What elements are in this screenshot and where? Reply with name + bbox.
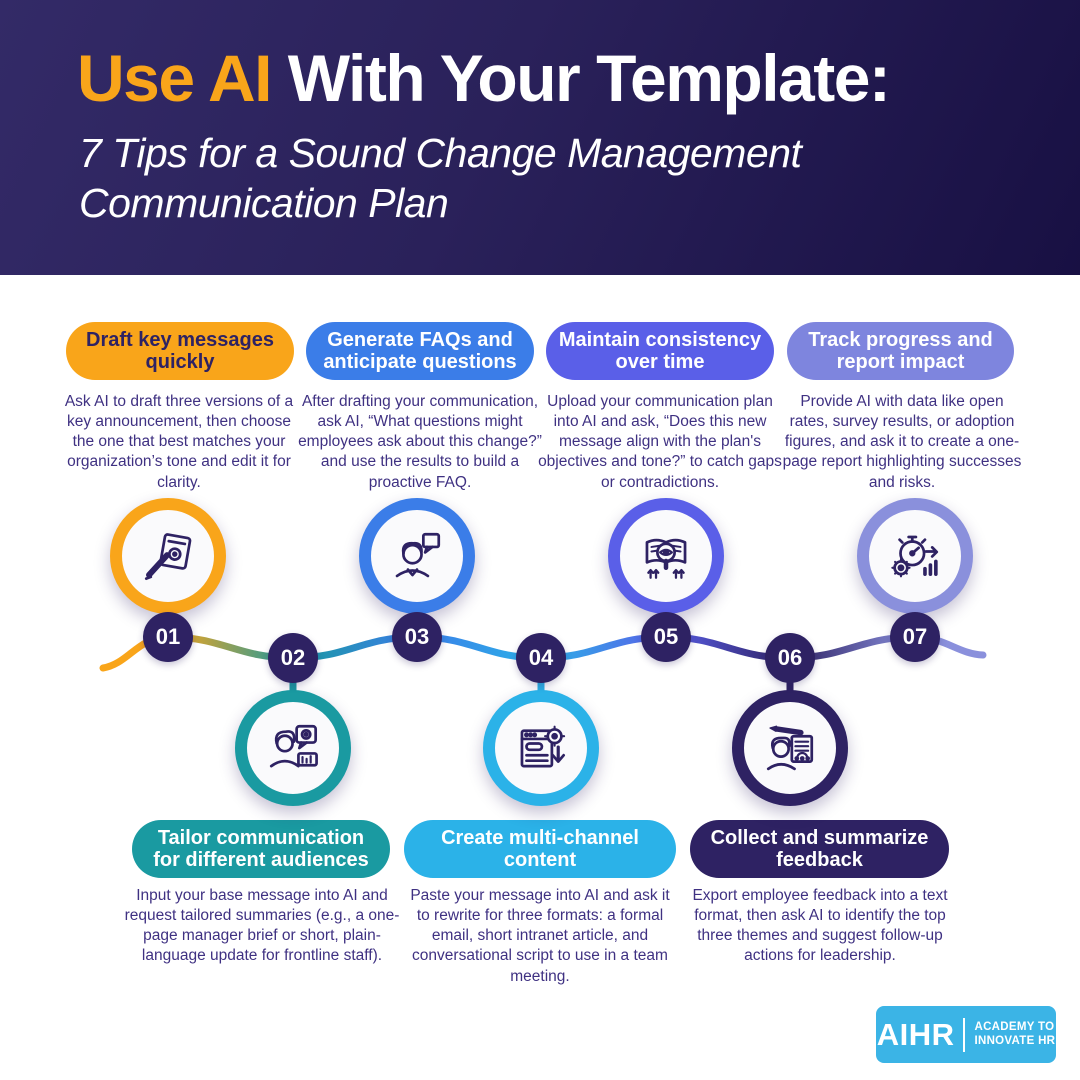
tip-7-icon-circle	[857, 498, 973, 614]
stopwatch-gear-chart-icon	[891, 535, 939, 578]
page-title: Use AI With Your Template:	[77, 41, 891, 115]
title-highlight: Use AI	[77, 41, 272, 115]
person-pen-form-icon	[766, 725, 814, 771]
page-subtitle: 7 Tips for a Sound Change Management Com…	[79, 130, 802, 227]
tip-2-title-pill: Tailor communication for different audie…	[132, 820, 390, 878]
step-7-number: 07	[890, 612, 940, 662]
aihr-logo: AIHR ACADEMY TO INNOVATE HR	[876, 1006, 1056, 1063]
step-5-number: 05	[641, 612, 691, 662]
browser-gear-download-icon	[520, 725, 566, 768]
tip-5-title-pill: Maintain consistency over time	[546, 322, 774, 380]
tip-5-icon-circle	[608, 498, 724, 614]
tip-7-description: Provide AI with data like open rates, su…	[782, 393, 1022, 491]
tip-6-icon-circle	[732, 690, 848, 806]
tip-1-description: Ask AI to draft three versions of a key …	[64, 393, 294, 491]
tip-3-title-pill: Generate FAQs and anticipate questions	[306, 322, 534, 380]
pen-gear-document-icon	[144, 533, 192, 581]
tip-6-title-pill: Collect and summarize feedback	[690, 820, 949, 878]
step-4-number: 04	[516, 633, 566, 683]
title-rest: With Your Template:	[270, 41, 891, 115]
aihr-tagline-line2: INNOVATE HR	[974, 1034, 1056, 1047]
tip-4-description: Paste your message into AI and ask it to…	[410, 887, 670, 985]
step-3-number: 03	[392, 612, 442, 662]
person-speech-bubble-icon	[395, 532, 441, 578]
step-1-number: 01	[143, 612, 193, 662]
tip-2-description: Input your base message into AI and requ…	[124, 887, 400, 965]
step-6-number: 06	[765, 633, 815, 683]
aihr-tagline-line1: ACADEMY TO	[974, 1020, 1055, 1033]
tip-4-icon-circle	[483, 690, 599, 806]
step-2-number: 02	[268, 633, 318, 683]
tip-7-title-pill: Track progress and report impact	[787, 322, 1014, 380]
tip-1-title-pill: Draft key messages quickly	[66, 322, 294, 380]
tip-4-title-pill: Create multi-channel content	[404, 820, 676, 878]
tip-5-description: Upload your communication plan into AI a…	[538, 393, 782, 491]
tip-2-icon-circle	[235, 690, 351, 806]
tip-3-icon-circle	[359, 498, 475, 614]
logo-divider	[963, 1017, 966, 1052]
person-gear-speech-icon	[269, 724, 318, 768]
aihr-tagline: ACADEMY TO INNOVATE HR	[974, 1021, 1055, 1049]
tip-1-icon-circle	[110, 498, 226, 614]
tip-6-description: Export employee feedback into a text for…	[692, 887, 948, 965]
header-banner: Use AI With Your Template: 7 Tips for a …	[0, 0, 1080, 275]
tip-3-description: After drafting your communication, ask A…	[298, 393, 542, 491]
aihr-logo-text: AIHR	[876, 1016, 955, 1052]
book-eye-magnifier-icon	[645, 538, 687, 579]
